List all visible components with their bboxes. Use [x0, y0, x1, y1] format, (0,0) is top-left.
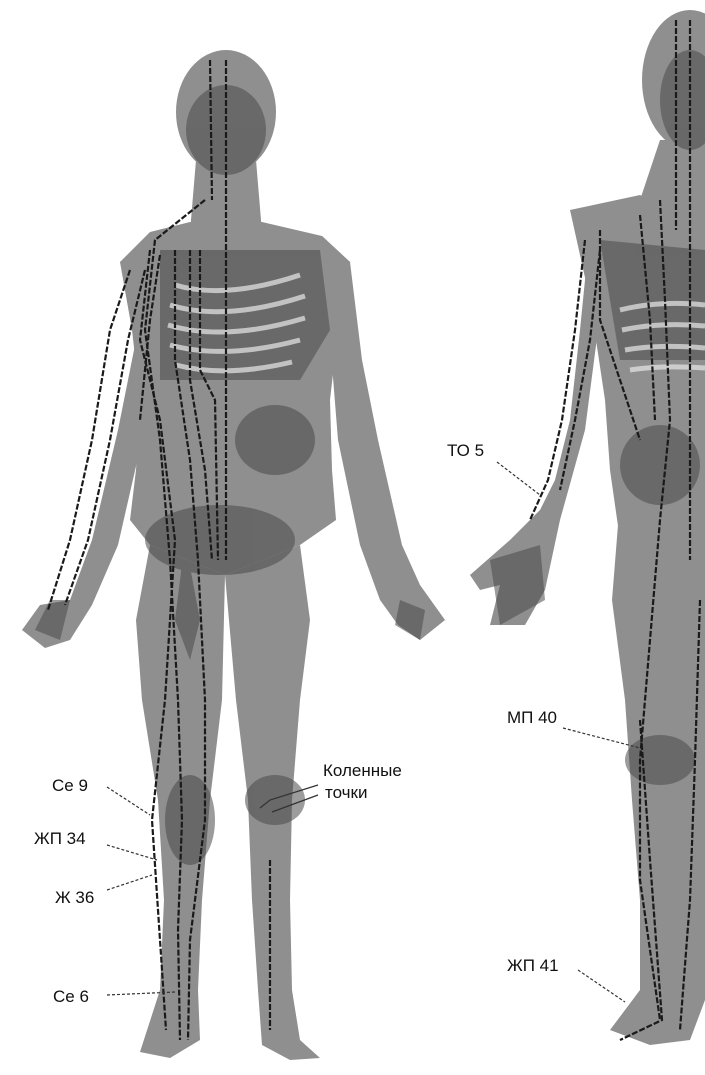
- front-body-figure: [22, 50, 445, 1060]
- label-se9: Се 9: [52, 776, 88, 796]
- label-zh36: Ж 36: [55, 888, 94, 908]
- label-knee-line1: Коленные: [323, 760, 402, 782]
- label-knee-points: Коленные точки: [323, 760, 402, 804]
- back-body-figure: [470, 10, 705, 1045]
- label-to5: ТО 5: [447, 441, 484, 461]
- label-zhp34: ЖП 34: [34, 829, 86, 849]
- label-mp40: МП 40: [507, 708, 557, 728]
- label-zhp41: ЖП 41: [507, 956, 559, 976]
- label-knee-line2: точки: [323, 782, 402, 804]
- label-se6: Се 6: [53, 987, 89, 1007]
